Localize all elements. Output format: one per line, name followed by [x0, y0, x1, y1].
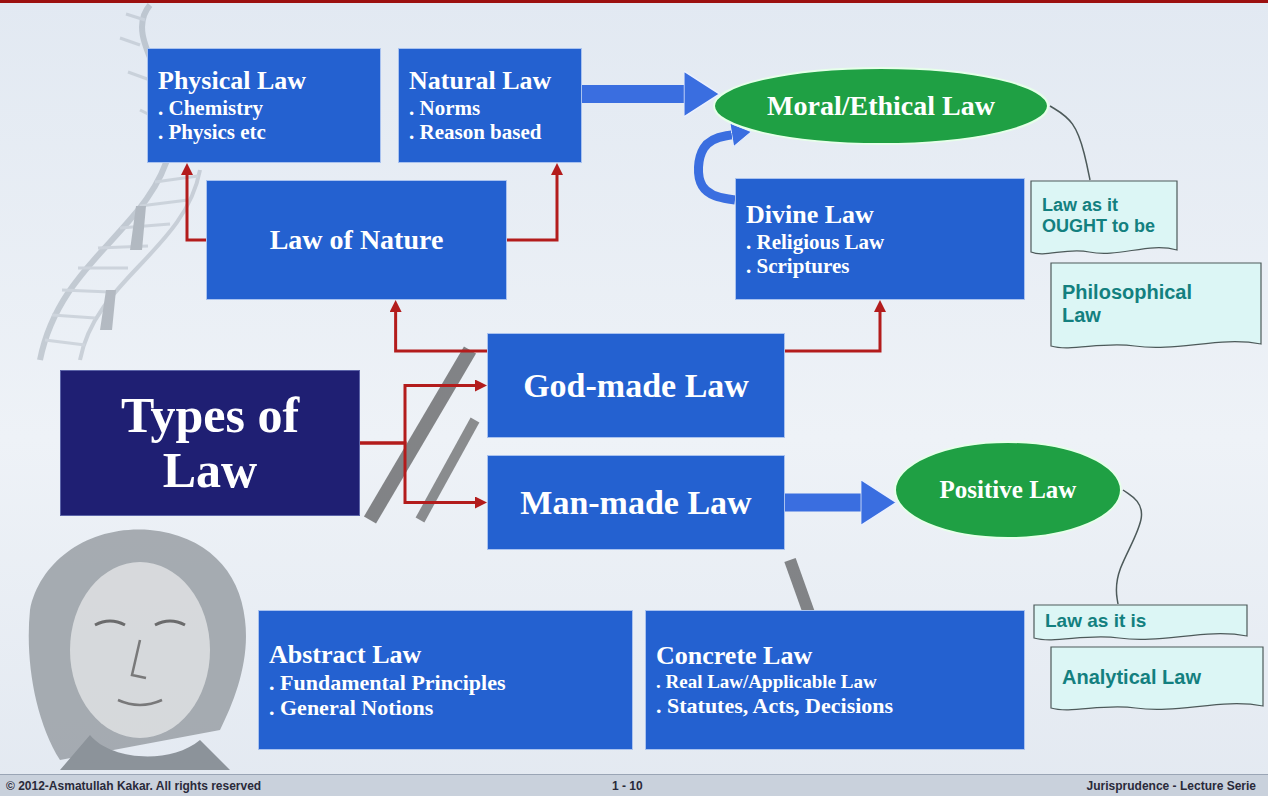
portrait-mouth [118, 700, 162, 705]
portrait-illustration [29, 530, 246, 770]
portrait-eyes [95, 621, 185, 625]
bullet-item: . Chemistry [158, 96, 263, 120]
node-heading: Divine Law [746, 200, 874, 230]
callout-pointer [1116, 490, 1141, 604]
node-heading: Positive Law [940, 476, 1077, 505]
portrait-nose [132, 640, 146, 678]
callout-note: Law as it is [1033, 604, 1248, 646]
connector-arrow [785, 494, 861, 512]
connector-arrow [582, 85, 684, 103]
law-category-box: Natural Law. Norms. Reason based [398, 48, 582, 163]
stair-rail [80, 170, 200, 360]
node-heading: Abstract Law [269, 640, 421, 670]
connector-arrow [360, 443, 475, 503]
portrait-collar [60, 735, 230, 770]
node-heading: Law of Nature [270, 224, 444, 256]
portrait-face [70, 562, 210, 738]
callout-note: Analytical Law [1050, 646, 1264, 716]
law-category-box: God-made Law [487, 333, 785, 438]
bullet-item: . Physics etc [158, 120, 266, 144]
node-heading: Physical Law [158, 66, 306, 96]
node-heading: God-made Law [523, 366, 749, 405]
footer-text: © 2012-Asmatullah Kakar. All rights rese… [6, 779, 261, 793]
footer-text: 1 - 10 [612, 779, 643, 793]
footer-text: Jurisprudence - Lecture Serie [1087, 779, 1256, 793]
node-heading: Concrete Law [656, 641, 812, 671]
law-category-box: Divine Law. Religious Law. Scriptures [735, 178, 1025, 300]
connector-arrow [698, 135, 735, 200]
node-heading: Natural Law [409, 66, 551, 96]
callout-shape [1034, 605, 1247, 640]
connector-arrow [507, 175, 557, 240]
callout-shape [1051, 263, 1261, 348]
top-rule [0, 0, 1268, 3]
node-heading: Moral/Ethical Law [767, 90, 995, 122]
outcome-ellipse: Positive Law [893, 440, 1123, 540]
bullet-item: . General Notions [269, 695, 433, 720]
callout-note: Philosophical Law [1050, 262, 1262, 354]
callout-pointer [1050, 106, 1090, 180]
ellipse-shape [714, 68, 1048, 144]
bullet-item: . Real Law/Applicable Law [656, 671, 877, 693]
law-category-box: Abstract Law. Fundamental Principles. Ge… [258, 610, 633, 750]
law-category-box: Concrete Law. Real Law/Applicable Law. S… [645, 610, 1025, 750]
node-heading: Law as it is [1045, 610, 1146, 632]
connector-arrow [785, 312, 880, 351]
callout-shape [1031, 181, 1177, 254]
bullet-item: . Scriptures [746, 254, 849, 278]
bullet-item: . Norms [409, 96, 480, 120]
bullet-item: . Religious Law [746, 230, 884, 254]
node-heading: Types of Law [90, 388, 330, 498]
law-category-box: Physical Law. Chemistry. Physics etc [147, 48, 381, 163]
bullet-item: . Statutes, Acts, Decisions [656, 693, 893, 718]
bullet-item: . Reason based [409, 120, 541, 144]
callout-shape [1051, 647, 1263, 710]
outcome-ellipse: Moral/Ethical Law [712, 66, 1050, 146]
ellipse-shape [895, 442, 1121, 538]
connector-arrow [187, 175, 206, 240]
root-title-box: Types of Law [60, 370, 360, 516]
bullet-item: . Fundamental Principles [269, 670, 506, 695]
connector-arrow [396, 312, 487, 351]
stair-figures [100, 206, 146, 330]
law-category-box: Law of Nature [206, 180, 507, 300]
portrait-hair [29, 530, 246, 760]
connector-arrow [360, 386, 475, 444]
node-heading: Analytical Law [1062, 666, 1201, 689]
callout-note: Law as it OUGHT to be [1030, 180, 1178, 260]
law-category-box: Man-made Law [487, 455, 785, 550]
node-heading: Philosophical Law [1062, 281, 1212, 327]
node-heading: Law as it OUGHT to be [1042, 195, 1168, 236]
node-heading: Man-made Law [520, 483, 751, 522]
